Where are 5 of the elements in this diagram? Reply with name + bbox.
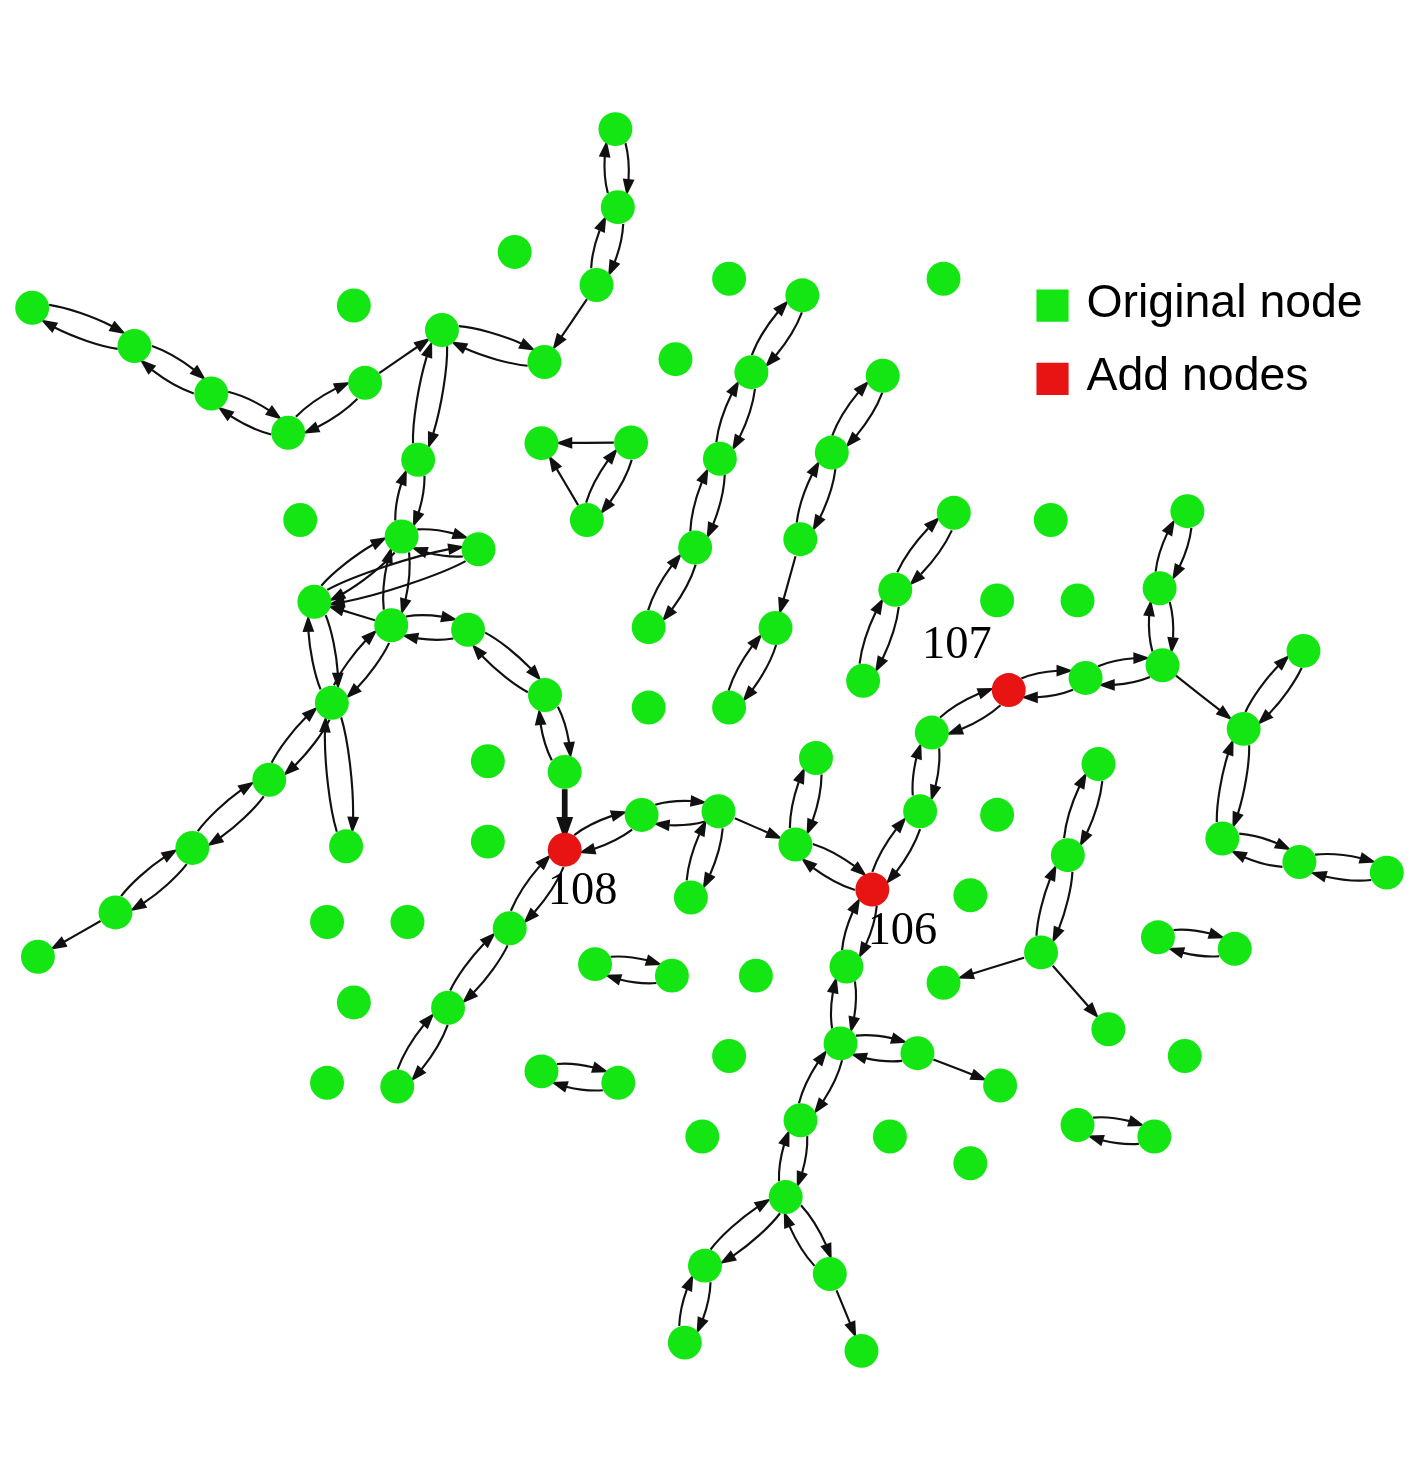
node-label: 108 <box>547 862 618 914</box>
node-label: 107 <box>922 617 992 669</box>
node-label: 106 <box>867 902 938 954</box>
legend-label: Original node <box>1086 274 1363 327</box>
legend-label: Add nodes <box>1086 348 1309 401</box>
